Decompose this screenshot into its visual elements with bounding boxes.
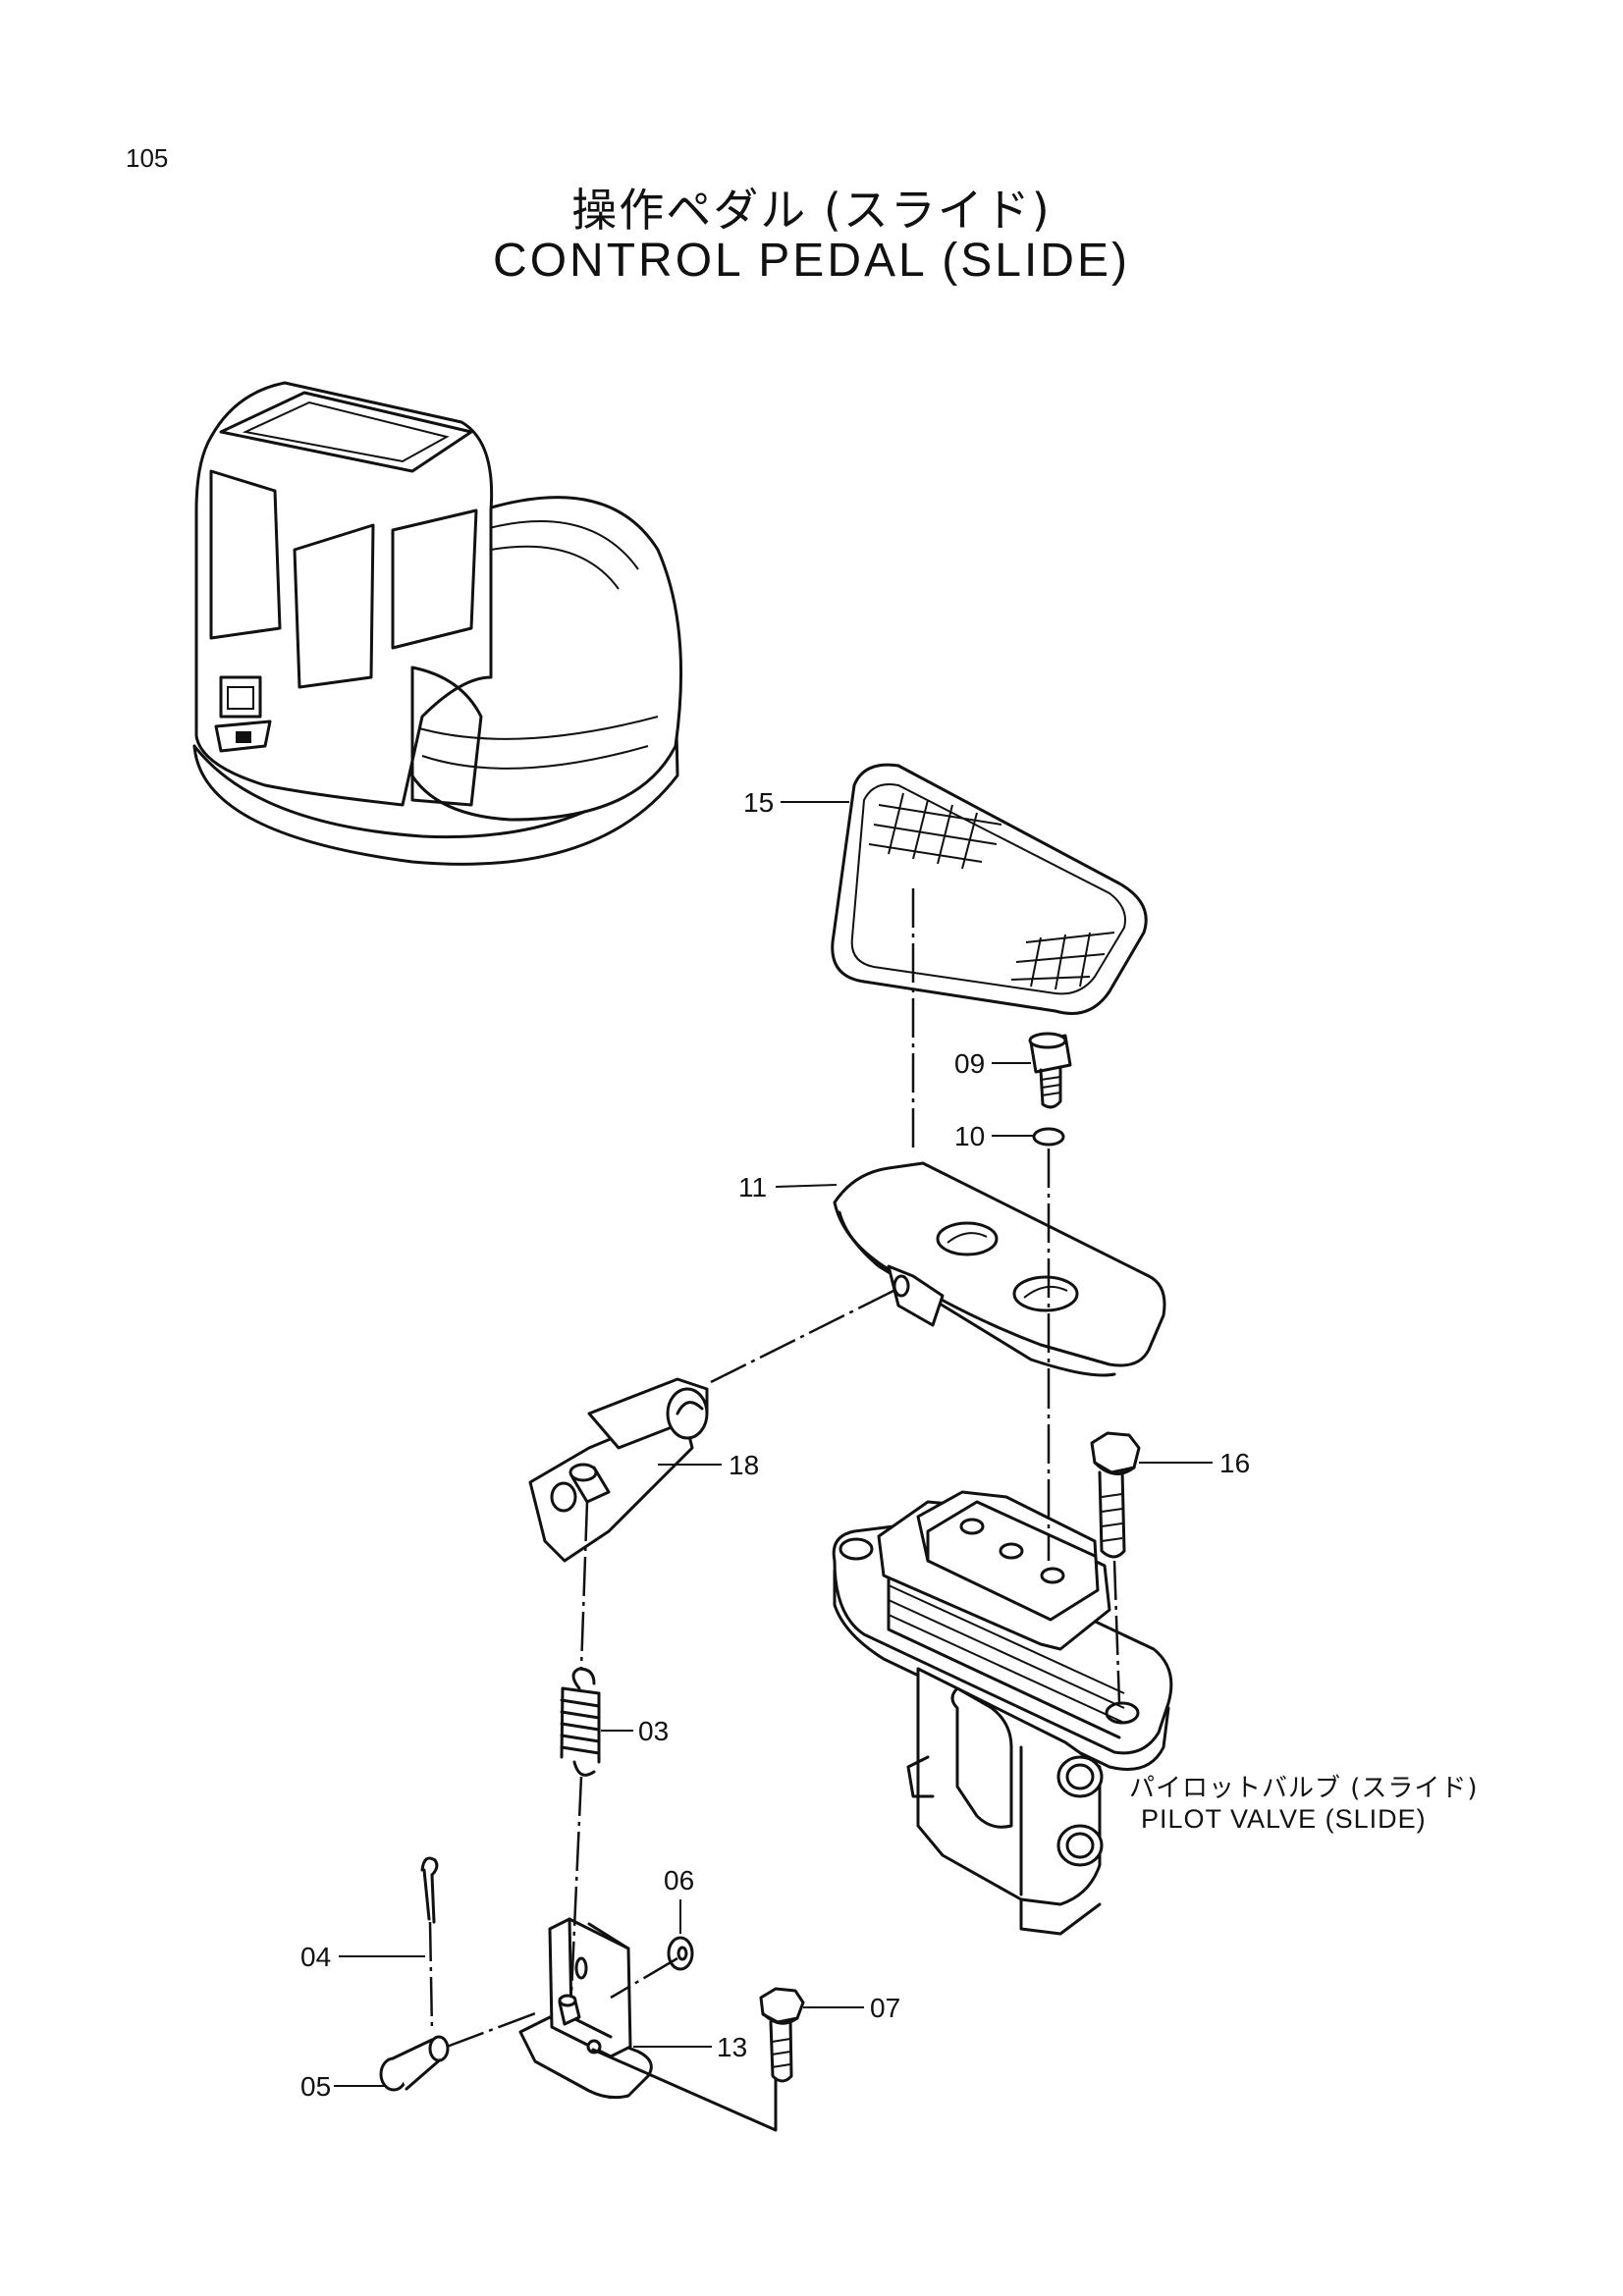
pilot-valve-label-english: PILOT VALVE (SLIDE): [1141, 1804, 1427, 1834]
callout-13: 13: [717, 2032, 747, 2062]
callout-16: 16: [1219, 1448, 1250, 1478]
part-07-hex-bolt: [759, 1987, 805, 2083]
callout-07: 07: [870, 1993, 900, 2023]
part-15-pedal-pad: [831, 763, 1148, 1015]
callout-leader-lines: [334, 801, 1213, 2087]
page-title-english: CONTROL PEDAL (SLIDE): [493, 235, 1130, 287]
part-10-washer: [1032, 1127, 1065, 1147]
pilot-valve-label: パイロットバルブ (スライド) PILOT VALVE (SLIDE): [1129, 1774, 1479, 1834]
part-06-washer: [667, 1936, 694, 1971]
callout-06: 06: [664, 1865, 694, 1896]
callout-10: 10: [954, 1121, 985, 1151]
pilot-valve-label-japanese: パイロットバルブ (スライド): [1129, 1774, 1479, 1803]
page-title-japanese: 操作ペダル (スライド): [571, 184, 1052, 237]
callout-labels: 15 09 10 11 18 16 03 06 04 07 13 05: [300, 787, 1250, 2102]
part-11-pedal-plate: [833, 1161, 1166, 1377]
pilot-valve-assembly: [832, 1490, 1173, 1936]
callout-11: 11: [738, 1172, 767, 1202]
callout-15: 15: [743, 787, 774, 818]
callout-04: 04: [300, 1942, 331, 1972]
part-05-clevis-pin: [379, 2035, 450, 2092]
callout-05: 05: [300, 2071, 331, 2102]
callout-18: 18: [729, 1450, 759, 1480]
page-number: 105: [126, 143, 169, 173]
pad-tread-pattern: [868, 792, 1115, 990]
part-13-mounting-bracket: [518, 1917, 653, 2100]
pedal-location-highlight: [214, 675, 272, 753]
callout-09: 09: [954, 1048, 985, 1079]
part-04-cotter-pin: [420, 1856, 439, 1924]
excavator-cab-illustration: [192, 381, 683, 866]
part-09-socket-bolt: [1028, 1032, 1072, 1109]
part-03-tension-spring: [560, 1667, 601, 1777]
callout-03: 03: [638, 1716, 669, 1746]
part-16-hex-bolt: [1090, 1431, 1141, 1559]
assembly-center-lines: [428, 888, 1121, 2132]
part-18-spring-bracket: [528, 1377, 709, 1563]
